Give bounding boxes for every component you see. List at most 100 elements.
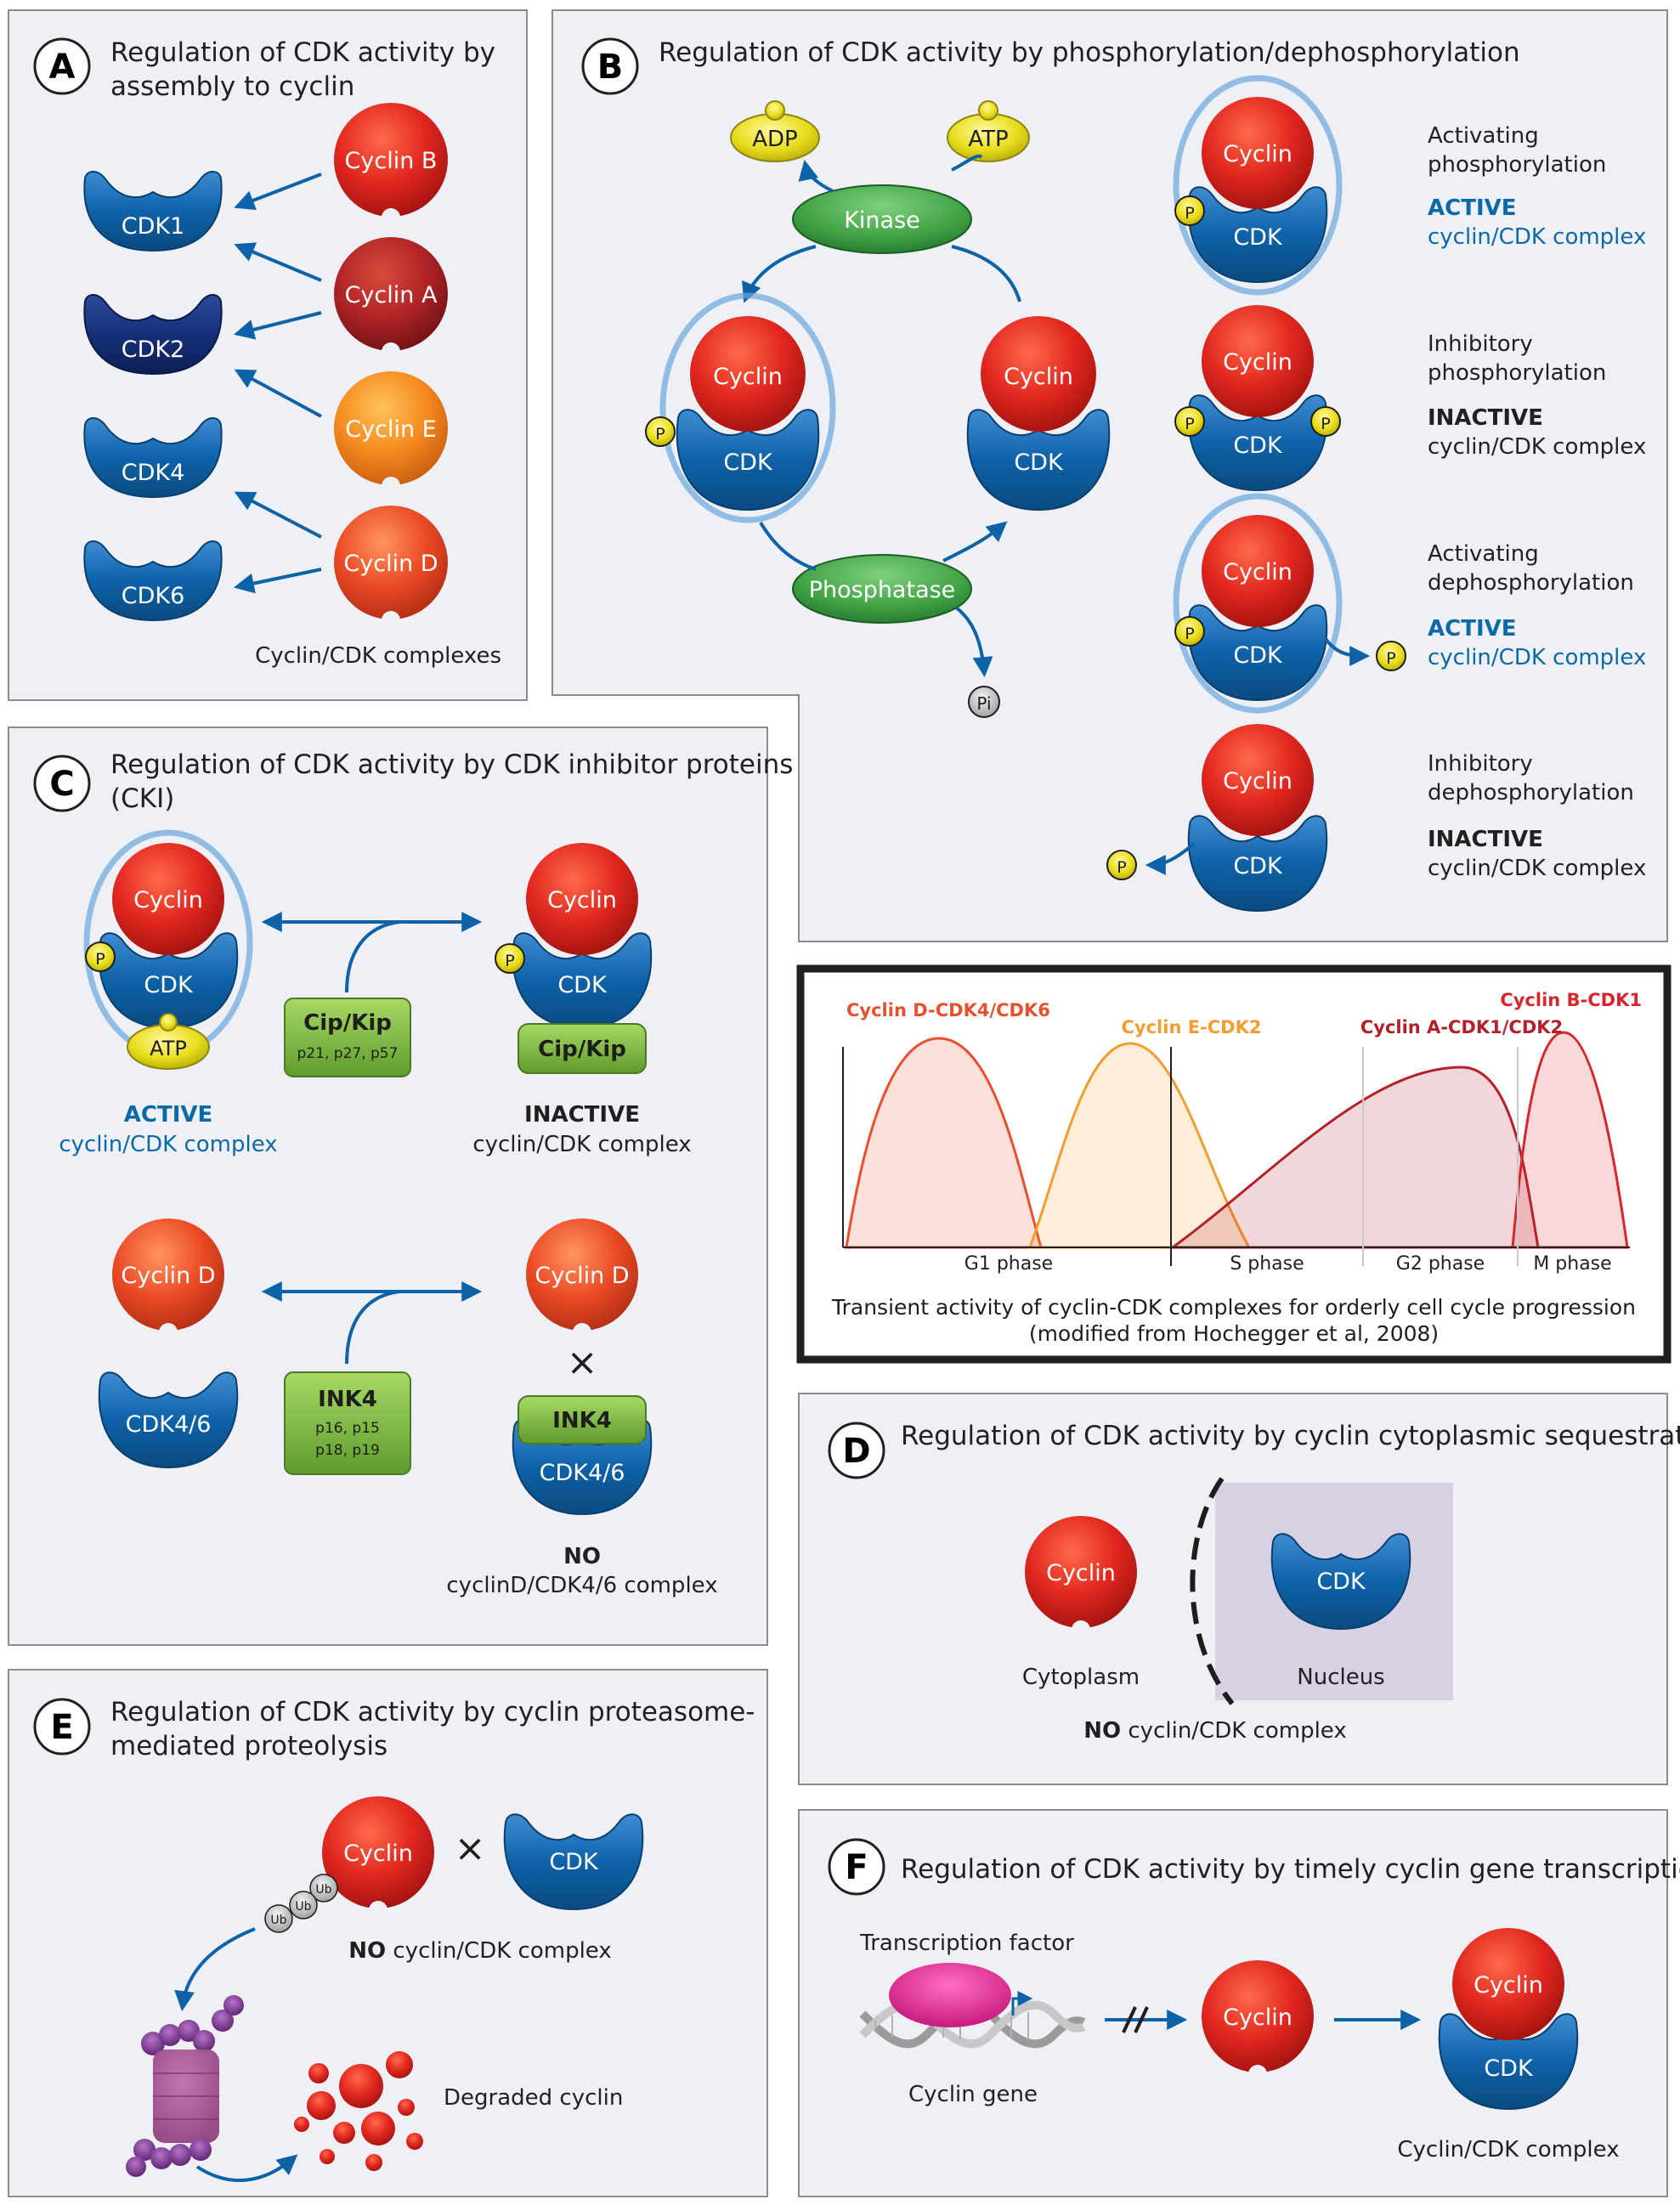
cdk2-label: CDK2: [122, 336, 185, 363]
kinase: Kinase: [792, 184, 972, 254]
state3-cdk-label: CDK: [1233, 642, 1283, 669]
chart-phase-lines: [1170, 1047, 1519, 1266]
cyclin-e: Cyclin E: [334, 371, 448, 495]
state3-p-attached: P: [1185, 625, 1194, 643]
c-cyclin-d: Cyclin D: [112, 1218, 224, 1342]
series-curve-1: [845, 1037, 1043, 1249]
state-3-complex: Cyclin CDK P P: [1173, 493, 1406, 714]
e-cdk: CDK: [503, 1813, 644, 1911]
kinase-label: Kinase: [844, 207, 920, 234]
cycle-complex-left: Cyclin CDK P: [645, 292, 836, 523]
degraded-cyclin-label: Degraded cyclin: [444, 2085, 623, 2111]
c-active-cyclin-label: Cyclin: [133, 887, 203, 913]
phase-label-4: M phase: [1533, 1253, 1611, 1275]
transcription-factor-shape: [889, 1963, 1011, 2027]
state3-cyclin-label: Cyclin: [1223, 559, 1293, 585]
panel-e: E Regulation of CDK activity by cyclin p…: [8, 1669, 768, 2197]
state1-cdk-label: CDK: [1233, 224, 1283, 251]
f-complex-cyclin-label: Cyclin: [1474, 1972, 1543, 1999]
state4-line1: Inhibitory: [1428, 751, 1533, 777]
c-bound-ink4: INK4: [552, 1408, 612, 1433]
ub-3: Ub: [270, 1914, 286, 1927]
f-complex-label: Cyclin/CDK complex: [1397, 2137, 1619, 2163]
cdk6-label: CDK6: [122, 583, 185, 609]
cdk1-shape: [83, 171, 223, 252]
panel-a: A Regulation of CDK activity by assembly…: [8, 9, 528, 701]
cdk2-shape: [83, 294, 223, 376]
proteasome-icon: [126, 1995, 244, 2177]
e-cyclin-label: Cyclin: [343, 1840, 413, 1867]
c-inactive-cyclin-label: Cyclin: [547, 887, 617, 913]
panel-a-title-line2: assembly to cyclin: [110, 71, 354, 102]
state2-line2: phosphorylation: [1428, 360, 1606, 386]
chart-caption-line2: (modified from Hochegger et al, 2008): [1029, 1321, 1439, 1346]
ink4-box: INK4 p16, p15 p18, p19: [284, 1371, 411, 1475]
state3-complex: cyclin/CDK complex: [1428, 645, 1646, 670]
d-no: NO: [1083, 1718, 1121, 1744]
cdk6-shape: [83, 540, 223, 622]
cdk4-shape: [83, 417, 223, 499]
e-cyclin: Cyclin: [322, 1796, 434, 1919]
cyclin-e-label: Cyclin E: [345, 416, 436, 443]
atp-label: ATP: [968, 127, 1008, 152]
cycle-left-cyclin-label: Cyclin: [713, 364, 783, 390]
state4-cdk-label: CDK: [1233, 853, 1283, 879]
ink4-sub1: p16, p15: [315, 1420, 380, 1437]
state-1-complex: Cyclin CDK P: [1173, 75, 1343, 296]
panel-a-arrows: [233, 172, 322, 594]
atp-molecule: ATP: [947, 100, 1030, 162]
panel-c-title-line2: (CKI): [110, 783, 174, 814]
panel-d: D Regulation of CDK activity by cyclin c…: [798, 1393, 1680, 1785]
panel-c-letter: C: [49, 765, 74, 804]
kinase-arrows: [742, 154, 1021, 303]
series-label-1: Cyclin D-CDK4/CDK6: [846, 1000, 1050, 1021]
c-cdk46: CDK4/6: [98, 1371, 239, 1469]
nuclear-envelope: [1190, 1477, 1235, 1705]
c-inactive-status: INACTIVE: [524, 1102, 640, 1128]
c-inactive-complex-label: cyclin/CDK complex: [472, 1132, 691, 1157]
d-nucleus-label: Nucleus: [1297, 1665, 1384, 1690]
c-inactive-p: P: [505, 952, 514, 970]
cyclin-d-label: Cyclin D: [343, 551, 438, 577]
cyclin-b-label: Cyclin B: [345, 148, 438, 174]
phosphatase-arrows: [759, 521, 1008, 678]
state2-status: INACTIVE: [1428, 405, 1543, 431]
c-no-complex: cyclinD/CDK4/6 complex: [446, 1573, 717, 1598]
series-label-2: Cyclin E-CDK2: [1122, 1017, 1262, 1037]
state3-status: ACTIVE: [1428, 616, 1517, 642]
chart-caption-line1: Transient activity of cyclin-CDK complex…: [831, 1295, 1636, 1320]
state1-cyclin-label: Cyclin: [1223, 141, 1293, 167]
state1-complex: cyclin/CDK complex: [1428, 224, 1646, 250]
chart-marks: [845, 1031, 1629, 1249]
state3-p-released: P: [1386, 649, 1395, 668]
series-curve-2: [1027, 1042, 1252, 1249]
state2-p-right: P: [1321, 415, 1330, 433]
c-active-atp: ATP: [150, 1037, 187, 1060]
cdk4-label: CDK4: [122, 460, 185, 486]
panel-d-title: Regulation of CDK activity by cyclin cyt…: [901, 1421, 1680, 1451]
panel-a-title-line1: Regulation of CDK activity by: [110, 37, 495, 68]
tss-arrow: [1011, 1991, 1033, 2016]
f-cyclin: Cyclin: [1202, 1960, 1314, 2083]
state4-cyclin-label: Cyclin: [1223, 768, 1293, 794]
phosphatase: Phosphatase: [792, 554, 972, 624]
panel-b-letter: B: [597, 48, 624, 87]
panel-b-title: Regulation of CDK activity by phosphoryl…: [659, 37, 1520, 68]
state2-line1: Inhibitory: [1428, 331, 1533, 357]
cyclin-d: Cyclin D: [334, 506, 448, 630]
d-no-complex: cyclin/CDK complex: [1128, 1718, 1346, 1744]
state3-line1: Activating: [1428, 541, 1539, 567]
state1-line1: Activating: [1428, 123, 1539, 149]
panel-e-title-line1: Regulation of CDK activity by cyclin pro…: [110, 1697, 755, 1727]
pi-label: Pi: [976, 693, 991, 714]
panel-b: B Regulation of CDK activity by phosphor…: [552, 9, 1668, 942]
c-cyclin-d-free-label: Cyclin D: [535, 1263, 629, 1289]
ub-2: Ub: [295, 1900, 311, 1914]
c-cyclin-d-label: Cyclin D: [121, 1263, 215, 1289]
c-cross: ×: [567, 1341, 598, 1384]
c-ink4-cdk46: INK4 CDK4/6: [512, 1395, 653, 1516]
c-inactive-complex: Cyclin CDK P Cip/Kip: [495, 843, 653, 1074]
